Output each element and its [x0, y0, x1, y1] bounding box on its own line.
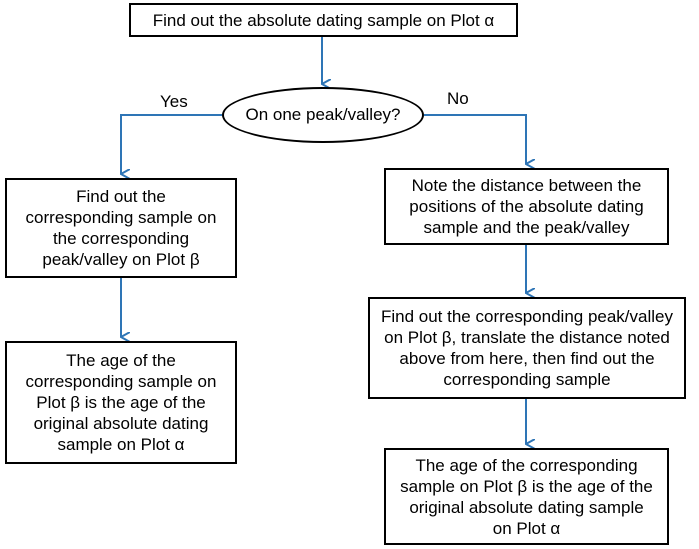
left-step-1-text: Find out the corresponding sample on the… — [25, 187, 217, 269]
no-label: No — [447, 89, 469, 108]
arrow-yes-branch — [120, 114, 222, 174]
left-step-2-box: The age of the corresponding sample on P… — [5, 341, 237, 464]
right-step-2-text: Find out the corresponding peak/valley o… — [380, 307, 673, 389]
left-step-2-text: The age of the corresponding sample on P… — [25, 351, 217, 454]
yes-label: Yes — [160, 92, 188, 111]
start-box-text: Find out the absolute dating sample on P… — [152, 10, 495, 30]
right-step-3-box: The age of the corresponding sample on P… — [384, 448, 669, 545]
right-step-1-box: Note the distance between the positions … — [384, 168, 669, 245]
arrow-no-branch — [424, 114, 526, 164]
left-step-1-box: Find out the corresponding sample on the… — [5, 178, 237, 278]
right-step-1-text: Note the distance between the positions … — [409, 176, 644, 237]
decision-ellipse: On one peak/valley? — [222, 87, 424, 143]
start-box: Find out the absolute dating sample on P… — [129, 3, 518, 37]
right-step-3-text: The age of the corresponding sample on P… — [400, 455, 653, 538]
decision-text: On one peak/valley? — [245, 105, 401, 124]
right-step-2-box: Find out the corresponding peak/valley o… — [368, 297, 686, 399]
